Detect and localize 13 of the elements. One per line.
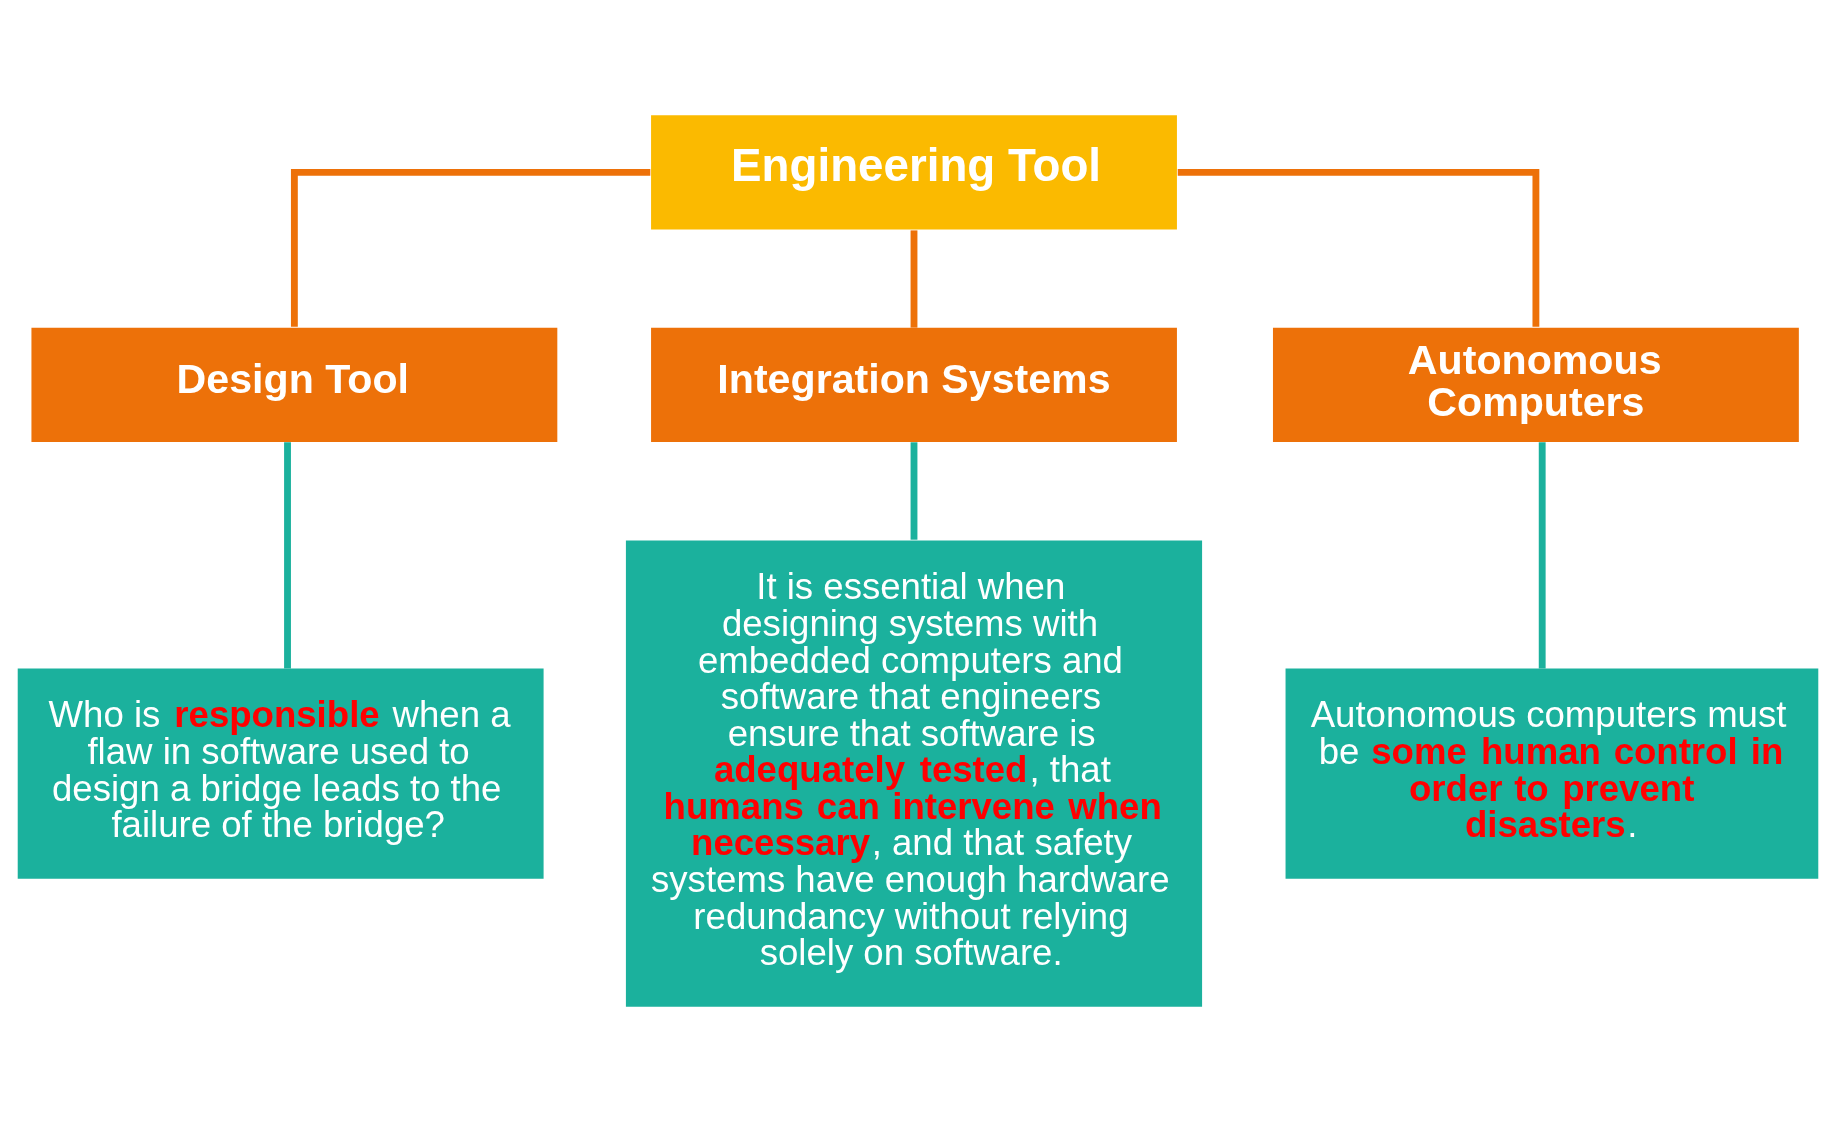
connector [1177, 168, 1540, 327]
node-box: Integration Systems [651, 327, 1177, 442]
node-box: Autonomous Computers [1272, 327, 1799, 442]
connector [284, 441, 291, 668]
node-box: Who is responsible when a flaw in software used to design a bridge leads to the failure of the bridge? [17, 667, 544, 879]
node-box: Design Tool [31, 327, 558, 442]
node-box: It is essential when designing systems with embedded computers and software that engineers ensure that software is adequately tested, that humans can intervene when necessary, and that safety systems have enough hardware redundancy without relying solely on software. [625, 539, 1203, 1007]
connector [910, 441, 918, 540]
connector [290, 168, 651, 327]
connector [1538, 441, 1546, 668]
connector [910, 229, 918, 328]
node-box: Autonomous computers must be some human control in order to prevent disasters. [1285, 667, 1819, 879]
node-box: Engineering Tool [651, 114, 1177, 229]
